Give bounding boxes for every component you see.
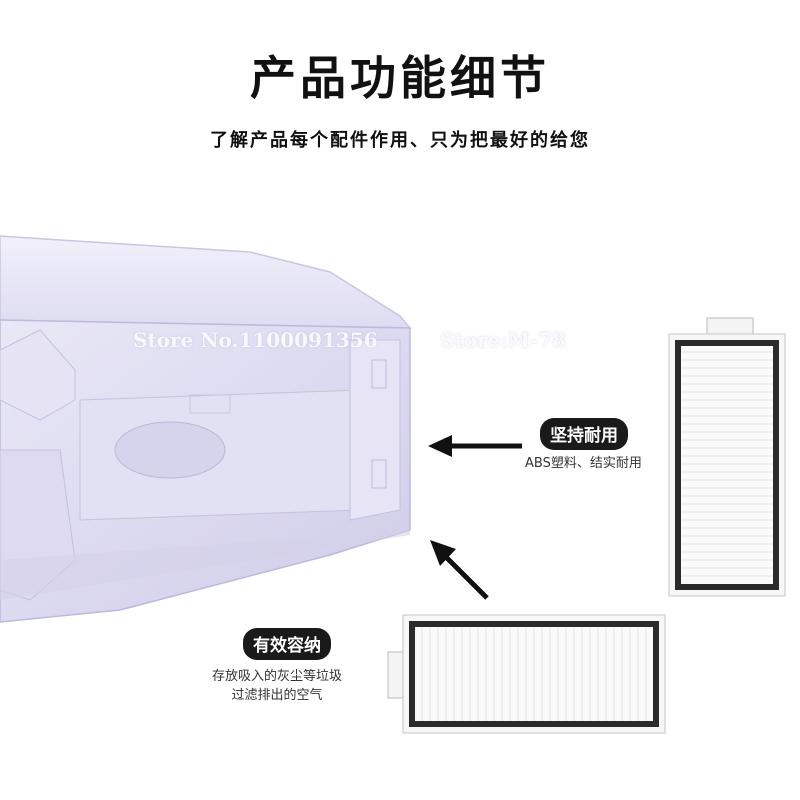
page-title: 产品功能细节	[250, 51, 550, 105]
durable-badge: 坚持耐用	[540, 418, 628, 450]
store-watermark: Store No.1100091356	[133, 328, 378, 352]
durable-caption: ABS塑料、结实耐用	[525, 456, 642, 471]
capacity-caption-line1: 存放吸入的灰尘等垃圾	[212, 669, 343, 684]
filter-vertical-image	[668, 317, 786, 597]
filter-horizontal-image	[387, 614, 666, 734]
capacity-badge: 有效容纳	[243, 628, 331, 660]
capacity-caption-line2: 过滤排出的空气	[231, 688, 323, 703]
page-subtitle: 了解产品每个配件作用、只为把最好的给您	[210, 130, 590, 151]
store-watermark-secondary: Store:M-78	[440, 328, 566, 352]
capacity-caption: 存放吸入的灰尘等垃圾 过滤排出的空气	[212, 667, 342, 705]
